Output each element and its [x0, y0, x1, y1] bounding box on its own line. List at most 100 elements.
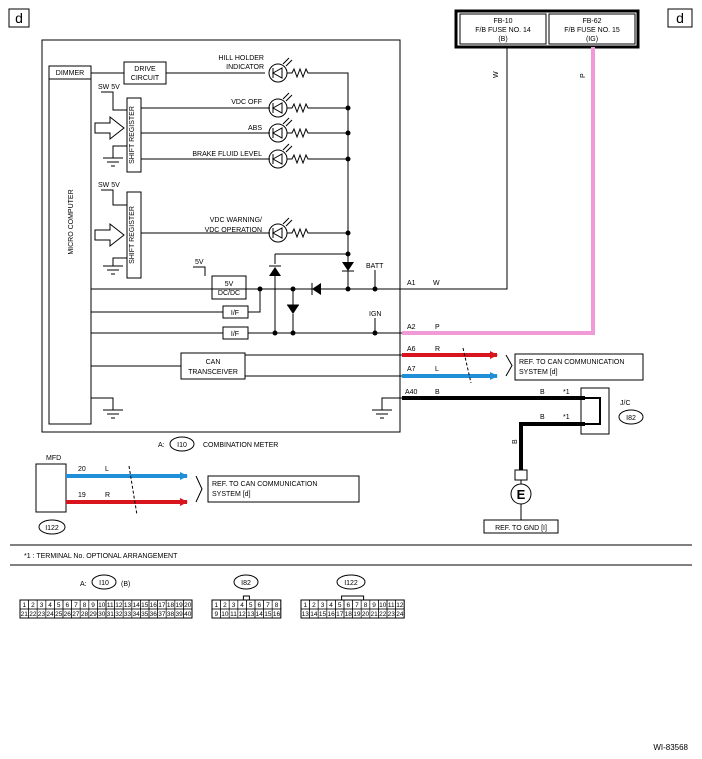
pin-number: 8 [364, 602, 368, 609]
svg-text:VDC OPERATION: VDC OPERATION [205, 227, 262, 234]
pin-number: 2 [223, 602, 227, 609]
jc-conn: I82 [626, 415, 636, 422]
pin-number: 16 [273, 611, 281, 618]
pin-number: 13 [247, 611, 255, 618]
pin-number: 12 [396, 602, 404, 609]
pin-number: 21 [370, 611, 378, 618]
pin-number: 14 [256, 611, 264, 618]
svg-text:(B): (B) [121, 581, 130, 588]
indicator-vdc-warning: VDC WARNING/ VDC OPERATION [141, 217, 351, 243]
svg-text:I10: I10 [177, 442, 187, 449]
pin-number: 38 [167, 611, 175, 618]
pin-number: 9 [91, 602, 95, 609]
fuse-box: FB-10 F/B FUSE NO. 14 (B) FB-62 F/B FUSE… [454, 9, 640, 49]
pin-number: 10 [98, 602, 106, 609]
gnd-ref: REF. TO GND [I] [495, 525, 547, 532]
svg-text:INDICATOR: INDICATOR [226, 64, 264, 71]
svg-text:P: P [435, 324, 440, 331]
batt-label: BATT [366, 263, 384, 270]
meter-grounds [91, 397, 402, 419]
pin-number: 1 [303, 602, 307, 609]
pin-number: 11 [388, 602, 395, 609]
pin-number: 5 [338, 602, 342, 609]
pin-number: 15 [319, 611, 327, 618]
pin-number: 37 [158, 611, 166, 618]
pin-number: 20 [184, 602, 192, 609]
pin-number: 16 [150, 602, 158, 609]
svg-text:BRAKE FLUID LEVEL: BRAKE FLUID LEVEL [192, 151, 262, 158]
pin-number: 39 [175, 611, 183, 618]
pin-number: 4 [240, 602, 244, 609]
pin-number: 2 [31, 602, 35, 609]
micro-computer-box [48, 65, 92, 425]
pin-number: 17 [158, 602, 166, 609]
pin-number: 11 [107, 602, 114, 609]
pin-number: 7 [355, 602, 359, 609]
wire-p: P [402, 47, 595, 335]
pin-number: 6 [257, 602, 261, 609]
pin-number: 24 [46, 611, 54, 618]
drive-circuit-label-2: CIRCUIT [131, 75, 160, 82]
combination-meter: DIMMER MICRO COMPUTER DRIVE CIRCUIT SHIF… [41, 39, 401, 433]
svg-text:B: B [540, 414, 545, 421]
mfd-unit: MFD I122 20 L 19 R REF. TO CAN COMMUNICA… [35, 455, 360, 535]
svg-text:A:: A: [80, 581, 87, 588]
ground-symbol: E [517, 487, 526, 502]
sw5v-label-2: SW 5V [98, 182, 120, 189]
dcdc-label-1: 5V [225, 281, 234, 288]
svg-text:B: B [435, 389, 440, 396]
pin-number: 3 [40, 602, 44, 609]
pin-number: 29 [89, 611, 97, 618]
svg-text:L: L [435, 366, 439, 373]
pin-number: 13 [302, 611, 310, 618]
pin-number: 18 [345, 611, 353, 618]
can-lines-meter: REF. TO CAN COMMUNICATION SYSTEM [d] [402, 347, 644, 384]
pin-number: 3 [232, 602, 236, 609]
pin-cell [183, 608, 193, 619]
can-ref-1: REF. TO CAN COMMUNICATION [519, 359, 624, 366]
pin-number: 7 [266, 602, 270, 609]
fuse-2-name: F/B FUSE NO. 15 [564, 27, 620, 34]
i82-key-tab [242, 595, 250, 601]
svg-text:d: d [676, 10, 684, 26]
pin-number: 14 [310, 611, 318, 618]
meter-terminals: A1 W A2 P A6 R A7 L A40 B [405, 280, 440, 396]
micro-computer-label: MICRO COMPUTER [68, 189, 75, 254]
svg-text:I82: I82 [241, 580, 251, 587]
if-label-1: I/F [231, 310, 239, 317]
pin-cell [271, 608, 282, 619]
mfd-can-ref-1: REF. TO CAN COMMUNICATION [212, 481, 317, 488]
pin-number: 19 [353, 611, 361, 618]
drive-circuit-label-1: DRIVE [134, 66, 156, 73]
ign-label: IGN [369, 311, 381, 318]
svg-text:*1: *1 [563, 414, 570, 421]
svg-text:VDC OFF: VDC OFF [231, 99, 262, 106]
svg-text:I10: I10 [99, 580, 109, 587]
svg-text:COMBINATION METER: COMBINATION METER [203, 442, 278, 449]
connector-i82-header: I82 [233, 574, 259, 590]
meter-caption: A: I10 COMBINATION METER [158, 436, 278, 452]
pin-number: 4 [329, 602, 333, 609]
pin-number: 8 [83, 602, 87, 609]
pin-number: 6 [65, 602, 69, 609]
svg-text:B: B [512, 439, 519, 444]
pin-number: 3 [321, 602, 325, 609]
svg-text:A6: A6 [407, 346, 416, 353]
svg-text:19: 19 [78, 492, 86, 499]
indicator-abs: ABS [141, 117, 351, 143]
i122-key-tab [341, 595, 365, 601]
svg-text:R: R [105, 492, 110, 499]
pin-number: 16 [327, 611, 335, 618]
pin-number: 4 [48, 602, 52, 609]
pin-number: 35 [141, 611, 149, 618]
indicator-hill-holder: HILL HOLDER INDICATOR [218, 55, 349, 262]
pin-number: 34 [132, 611, 140, 618]
pin-number: 18 [167, 602, 175, 609]
terminal-note: *1 : TERMINAL No. OPTIONAL ARRANGEMENT [24, 553, 178, 560]
dcdc-label-2: DC/DC [218, 290, 240, 297]
svg-text:R: R [435, 346, 440, 353]
indicator-brake-fluid: BRAKE FLUID LEVEL [141, 143, 351, 169]
svg-text:I122: I122 [344, 580, 358, 587]
